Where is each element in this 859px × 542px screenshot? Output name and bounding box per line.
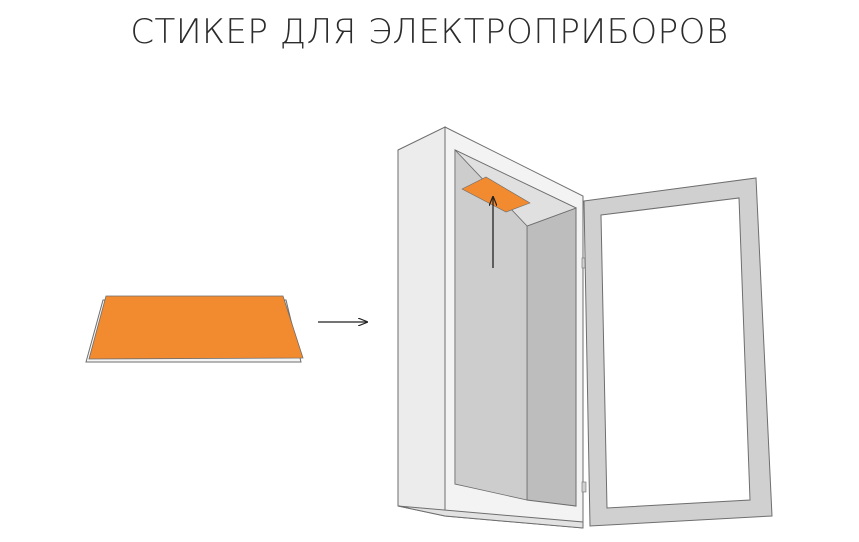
refrigerator-icon [397,126,773,529]
diagram-title: СТИКЕР ДЛЯ ЭЛЕКТРОПРИБОРОВ [130,12,729,52]
sticker-icon [85,295,304,363]
